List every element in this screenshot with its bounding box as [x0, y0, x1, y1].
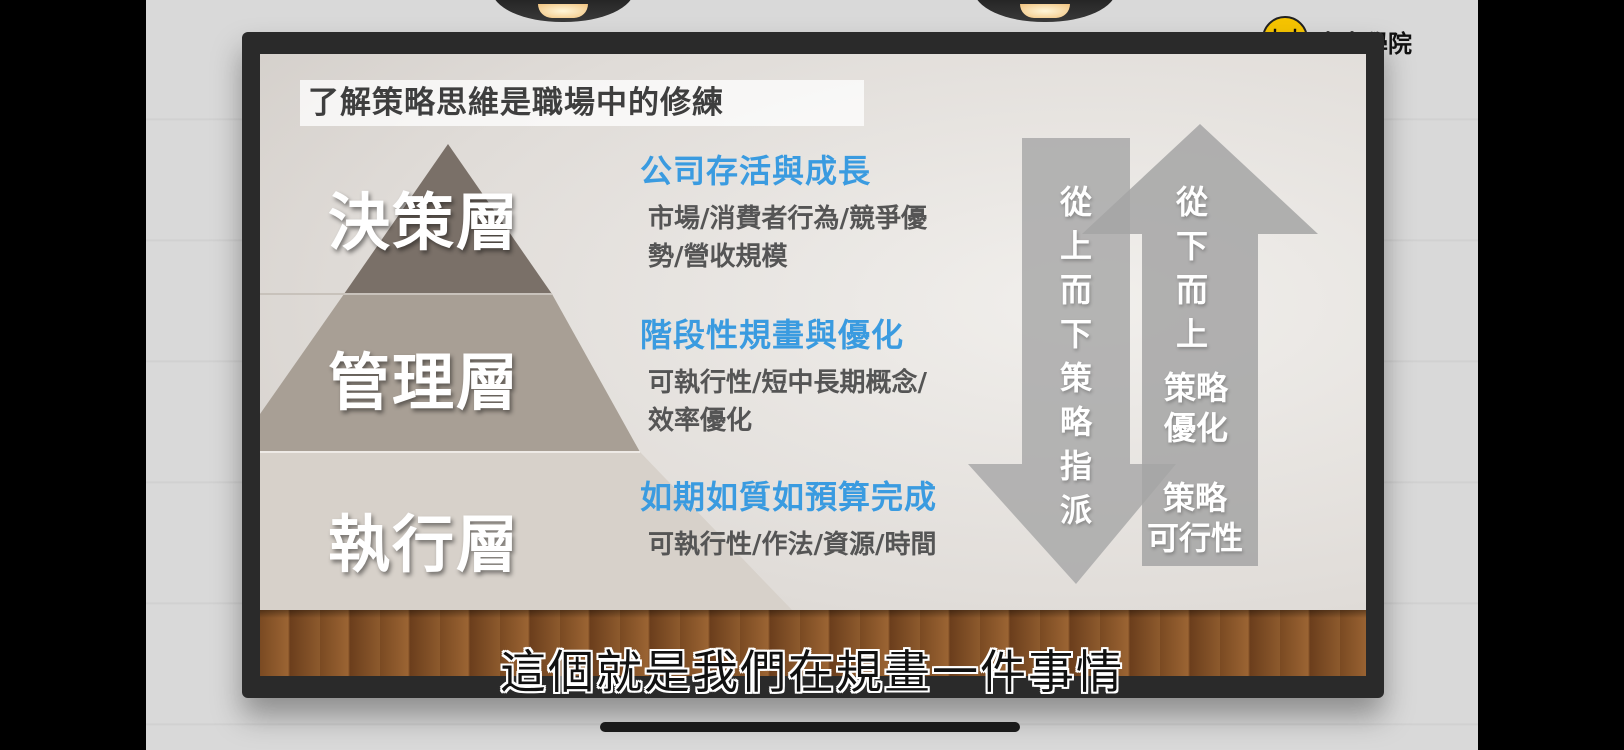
up-arrow-char: 而 [1175, 271, 1208, 309]
up-arrow-text-top: 從下而上 [1174, 180, 1210, 356]
down-arrow-icon [968, 138, 1176, 584]
down-arrow-char: 而 [1059, 271, 1092, 309]
down-arrow-char: 指 [1059, 447, 1092, 485]
tier-desc-decision-2: 勢/營收規模 [648, 242, 788, 272]
tv-monitor: 了解策略思維是職場中的修練 決策層 管理層 執行層 公司存活與成長 市場/消費者… [242, 32, 1384, 698]
down-arrow-char: 上 [1059, 227, 1092, 265]
up-arrow-line: 策略 [1163, 369, 1228, 407]
tier-label-execution: 執行層 [328, 508, 521, 581]
up-arrow-text-bottom: 策略可行性 [1140, 478, 1250, 558]
slide: 了解策略思維是職場中的修練 決策層 管理層 執行層 公司存活與成長 市場/消費者… [260, 54, 1366, 676]
video-subtitle: 這個就是我們在規畫一件事情 [500, 645, 1124, 699]
slide-title: 了解策略思維是職場中的修練 [300, 80, 864, 126]
flow-arrows [968, 124, 1318, 584]
tier-desc-management-2: 效率優化 [648, 406, 753, 436]
tier-desc-execution-1: 可執行性/作法/資源/時間 [648, 530, 937, 560]
video-frame: 大大 大大學院 了解策略思維是職場中的修練 決策層 管理層 執行層 公司存活與成… [146, 0, 1478, 750]
up-arrow-line: 策略 [1162, 479, 1227, 517]
tier-heading-decision: 公司存活與成長 [640, 152, 872, 190]
tier-desc-decision-1: 市場/消費者行為/競爭優 [648, 204, 927, 234]
up-arrow-char: 從 [1175, 183, 1208, 221]
ceiling-lamp [492, 0, 634, 22]
up-arrow-icon [1082, 124, 1318, 566]
tier-heading-execution: 如期如質如預算完成 [640, 478, 938, 516]
up-arrow-line: 優化 [1163, 409, 1228, 447]
pyramid-tier-middle [260, 294, 640, 452]
home-indicator[interactable] [600, 722, 1020, 732]
tier-label-management: 管理層 [328, 346, 521, 419]
up-arrow-char: 上 [1175, 315, 1208, 353]
pyramid-diagram [260, 144, 792, 610]
down-arrow-char: 下 [1059, 315, 1092, 353]
down-arrow-char: 派 [1059, 491, 1092, 529]
up-arrow-line: 可行性 [1146, 519, 1243, 557]
pyramid-tier-top [344, 144, 552, 294]
down-arrow-text: 從上而下策略指派 [1058, 180, 1094, 532]
pyramid-tier-bottom [260, 452, 792, 610]
down-arrow-char: 策 [1059, 359, 1092, 397]
up-arrow-char: 下 [1175, 227, 1208, 265]
tier-desc-management-1: 可執行性/短中長期概念/ [648, 368, 927, 398]
tier-heading-management: 階段性規畫與優化 [640, 316, 905, 354]
ceiling-lamp [974, 0, 1116, 22]
down-arrow-char: 略 [1059, 403, 1092, 441]
down-arrow-char: 從 [1059, 183, 1092, 221]
wood-floor [260, 610, 1366, 676]
up-arrow-text-mid: 策略優化 [1156, 368, 1236, 448]
tier-label-decision: 決策層 [328, 186, 521, 259]
